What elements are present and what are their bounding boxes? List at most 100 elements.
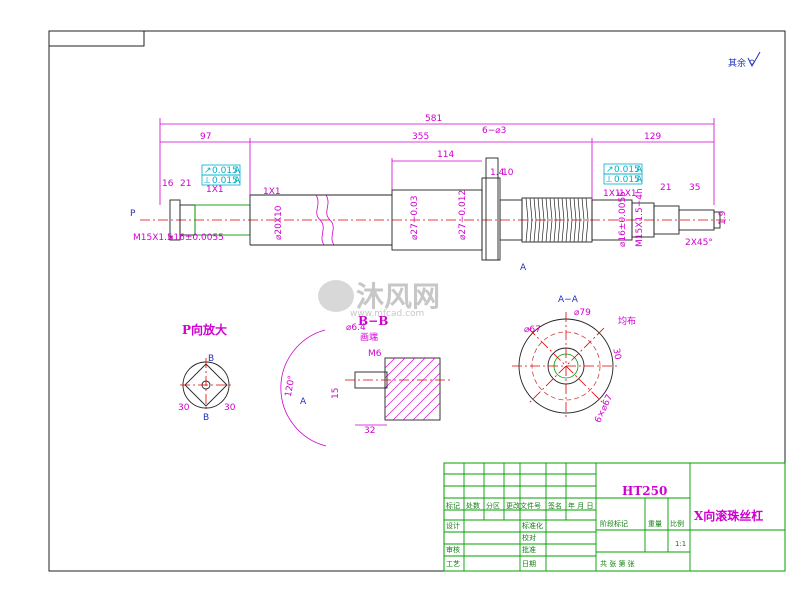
- svg-text:2X45°: 2X45°: [685, 238, 713, 248]
- svg-text:6×⌀67: 6×⌀67: [593, 393, 615, 425]
- svg-text:⌀79: ⌀79: [574, 308, 591, 318]
- svg-text:M15X1.5−4h: M15X1.5−4h: [635, 188, 645, 247]
- screw-thread-zone: [521, 197, 593, 243]
- svg-text:30: 30: [224, 403, 236, 413]
- svg-text:沐风网: 沐风网: [356, 280, 440, 313]
- svg-text:P向放大: P向放大: [182, 322, 227, 337]
- svg-text:审核: 审核: [446, 545, 460, 554]
- svg-text:↗: ↗: [204, 166, 212, 176]
- svg-text:比例: 比例: [670, 519, 684, 528]
- svg-text:校对: 校对: [522, 533, 536, 542]
- thread-line: [541, 197, 545, 243]
- svg-text:⌀16±0.0055: ⌀16±0.0055: [168, 233, 224, 243]
- thread-line: [573, 197, 577, 243]
- svg-text:355: 355: [412, 132, 429, 142]
- svg-text:标准化: 标准化: [522, 521, 543, 530]
- svg-text:⌀6.4: ⌀6.4: [346, 323, 366, 333]
- svg-text:35: 35: [689, 183, 700, 193]
- svg-text:1:1: 1:1: [675, 540, 686, 548]
- svg-text:⟂: ⟂: [204, 176, 210, 186]
- thread-line: [557, 197, 561, 243]
- svg-text:⟂: ⟂: [606, 175, 612, 185]
- svg-text:30: 30: [178, 403, 190, 413]
- svg-text:签名: 签名: [548, 501, 562, 510]
- svg-text:21: 21: [180, 179, 191, 189]
- roughness-note: 其余: [728, 51, 761, 69]
- svg-text:1X1: 1X1: [619, 189, 637, 199]
- thread-line: [545, 197, 549, 243]
- watermark: 沐风网 www.mfcad.com: [318, 280, 440, 319]
- svg-text:标记: 标记: [446, 501, 460, 510]
- svg-text:1.9: 1.9: [718, 210, 728, 225]
- tolerance-frame-left: ↗ 0.015 A ⟂ 0.015 A: [201, 164, 241, 186]
- thread-line: [581, 197, 585, 243]
- svg-text:A−A: A−A: [558, 295, 579, 305]
- svg-text:X向滚珠丝杠: X向滚珠丝杠: [694, 508, 763, 523]
- svg-text:HT250: HT250: [622, 484, 667, 498]
- svg-text:处数: 处数: [466, 501, 480, 510]
- svg-text:1X1: 1X1: [206, 185, 224, 195]
- svg-text:0.015: 0.015: [212, 176, 238, 186]
- svg-text:0.015: 0.015: [212, 166, 238, 176]
- svg-text:0.015: 0.015: [614, 175, 640, 185]
- sheet-corner-box: [48, 30, 145, 47]
- svg-text:画端: 画端: [360, 331, 378, 343]
- svg-text:⌀67: ⌀67: [524, 325, 541, 335]
- svg-text:更改文件号: 更改文件号: [506, 501, 541, 510]
- svg-text:批准: 批准: [522, 545, 536, 554]
- svg-text:A: A: [636, 175, 643, 185]
- svg-text:均布: 均布: [618, 315, 636, 327]
- sheet-border: [48, 30, 786, 572]
- section-a-a: A−A ⌀79 ⌀67 30 6×⌀67 均布: [512, 295, 636, 425]
- svg-text:120°: 120°: [284, 375, 298, 398]
- svg-text:97: 97: [200, 132, 211, 142]
- svg-text:↗: ↗: [606, 165, 614, 175]
- section-b-b: B−B 画端 120° ⌀6.4 M6 32 15 A: [280, 314, 450, 447]
- svg-text:年 月 日: 年 月 日: [568, 501, 593, 510]
- svg-text:设计: 设计: [446, 521, 460, 530]
- thread-line: [561, 197, 565, 243]
- title-block: 标记 处数 分区 更改文件号 签名 年 月 日 设计 标准化 校对 审核 批准 …: [443, 462, 786, 572]
- thread-line: [585, 197, 589, 243]
- svg-text:日期: 日期: [522, 560, 536, 568]
- svg-text:共 张 第 张: 共 张 第 张: [600, 559, 635, 568]
- svg-text:A: A: [636, 165, 643, 175]
- svg-text:B−B: B−B: [358, 314, 388, 328]
- svg-text:1.4: 1.4: [490, 168, 505, 178]
- svg-text:0.015: 0.015: [614, 165, 640, 175]
- svg-text:A: A: [520, 263, 527, 273]
- svg-text:32: 32: [364, 426, 375, 436]
- svg-text:重量: 重量: [648, 520, 662, 528]
- main-dimensions: 581 97 355 129 6−⌀3 114 16 21 1X1 1X1 1X…: [130, 114, 728, 273]
- svg-text:B: B: [208, 354, 214, 364]
- svg-text:B: B: [203, 413, 209, 423]
- svg-text:其余: 其余: [728, 57, 746, 69]
- svg-text:114: 114: [437, 150, 454, 160]
- svg-text:16: 16: [162, 179, 174, 189]
- svg-text:P: P: [130, 209, 136, 219]
- p-view-detail: P向放大 B B 30 30: [178, 322, 236, 423]
- svg-text:www.mfcad.com: www.mfcad.com: [350, 309, 424, 319]
- shaft-main-view: [140, 157, 730, 261]
- thread-line: [525, 197, 529, 243]
- svg-text:A: A: [234, 176, 241, 186]
- svg-text:M15X1.5: M15X1.5: [133, 233, 173, 243]
- svg-text:129: 129: [644, 132, 661, 142]
- svg-text:⌀27−0.03: ⌀27−0.03: [410, 196, 420, 240]
- thread-line: [553, 197, 557, 243]
- svg-text:1X1: 1X1: [603, 189, 621, 199]
- svg-text:⌀27−0.012: ⌀27−0.012: [458, 190, 468, 240]
- svg-text:30: 30: [610, 348, 622, 361]
- svg-text:M6: M6: [368, 349, 382, 359]
- svg-text:⌀16±0.0055: ⌀16±0.0055: [618, 191, 628, 247]
- thread-line: [565, 197, 569, 243]
- svg-text:分区: 分区: [486, 501, 500, 510]
- svg-text:工艺: 工艺: [446, 560, 460, 568]
- section-hatch: [384, 357, 441, 421]
- svg-text:6−⌀3: 6−⌀3: [482, 126, 506, 136]
- svg-text:21: 21: [660, 183, 671, 193]
- tolerance-frame-right: ↗ 0.015 A ⟂ 0.015 A: [603, 163, 643, 185]
- svg-text:581: 581: [425, 114, 442, 124]
- svg-text:阶段标记: 阶段标记: [600, 519, 628, 528]
